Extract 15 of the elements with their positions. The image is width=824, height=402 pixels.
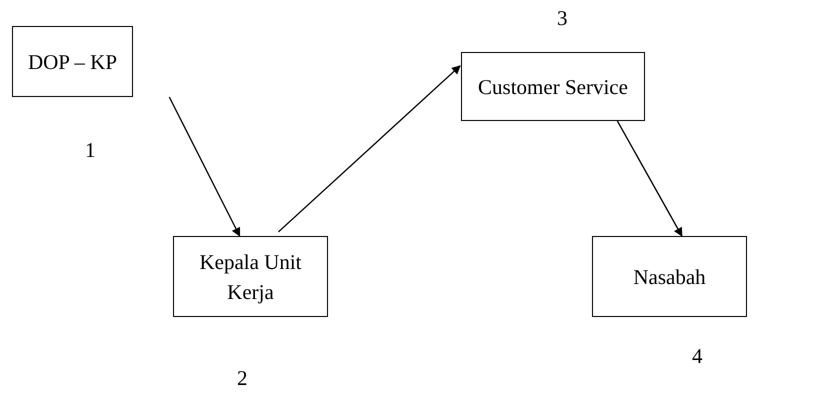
step-number: 4 <box>692 343 702 370</box>
box-label: Kepala Unit Kerja <box>198 248 303 306</box>
box-label: DOP – KP <box>28 48 118 76</box>
box-label: Customer Service <box>478 74 628 100</box>
step-number: 2 <box>237 365 248 392</box>
step-number: 3 <box>557 5 568 32</box>
process-box <box>12 26 133 97</box>
arrow <box>168 96 240 237</box>
process-box <box>173 236 328 317</box>
arrow <box>278 65 461 232</box>
box-label: Nasabah <box>633 264 706 290</box>
process-box <box>461 52 645 121</box>
arrow <box>616 120 682 237</box>
step-number: 1 <box>85 137 96 164</box>
process-box <box>592 236 747 317</box>
